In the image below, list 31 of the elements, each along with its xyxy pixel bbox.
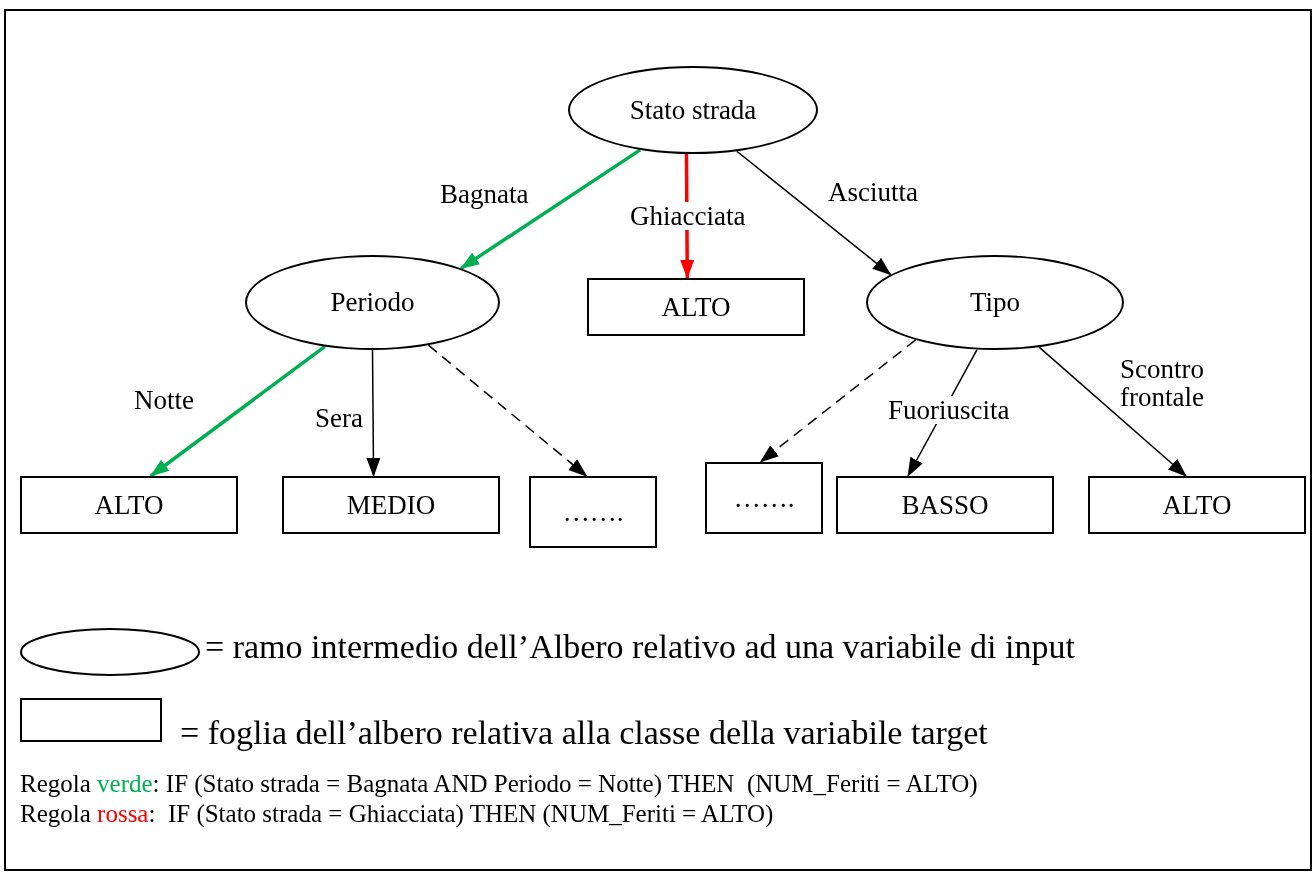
legend-text: = ramo intermedio dell’Albero relativo ad una variabile di input xyxy=(205,628,1075,666)
arrow xyxy=(460,148,642,270)
leaf-box xyxy=(836,476,1054,534)
node-label: Periodo xyxy=(330,287,415,318)
rule-text: : IF (Stato strada = Bagnata AND Periodo = Notte) THEN (NUM_Feriti = ALTO) xyxy=(152,770,978,797)
legend-text: = foglia dell’albero relativa alla classe della variabile target xyxy=(180,714,988,752)
leaf-box xyxy=(529,476,657,548)
node-label: ALTO xyxy=(661,291,731,323)
node-label: Stato strada xyxy=(629,94,757,126)
node-label: ALTO xyxy=(94,489,164,521)
rule-text: rossa xyxy=(97,800,149,827)
rule-text: Regola xyxy=(20,770,91,797)
leaf-box xyxy=(282,476,500,534)
leaf-box xyxy=(1088,476,1306,534)
dashed-arrow xyxy=(427,344,588,477)
leaf-box xyxy=(587,278,805,336)
rule-text: : IF (Stato strada = Ghiacciata) THEN (NUM_Feriti = ALTO) xyxy=(148,800,774,827)
node-label: MEDIO xyxy=(346,489,436,521)
node-label: ……. xyxy=(562,496,624,528)
node-label: ALTO xyxy=(1162,489,1232,521)
node-label: Tipo xyxy=(969,287,1020,318)
arrow xyxy=(366,349,381,477)
leaf-box xyxy=(20,476,238,534)
node-label: ……. xyxy=(733,482,795,514)
node-label: BASSO xyxy=(901,489,989,521)
rule-text: verde xyxy=(97,770,153,797)
leaf-box xyxy=(705,462,823,534)
edge-label: Ghiacciata xyxy=(628,202,748,231)
edge-label: Fuoriuscita xyxy=(886,396,1012,425)
rule-text: Regola xyxy=(20,800,91,827)
dashed-arrow xyxy=(759,339,917,463)
